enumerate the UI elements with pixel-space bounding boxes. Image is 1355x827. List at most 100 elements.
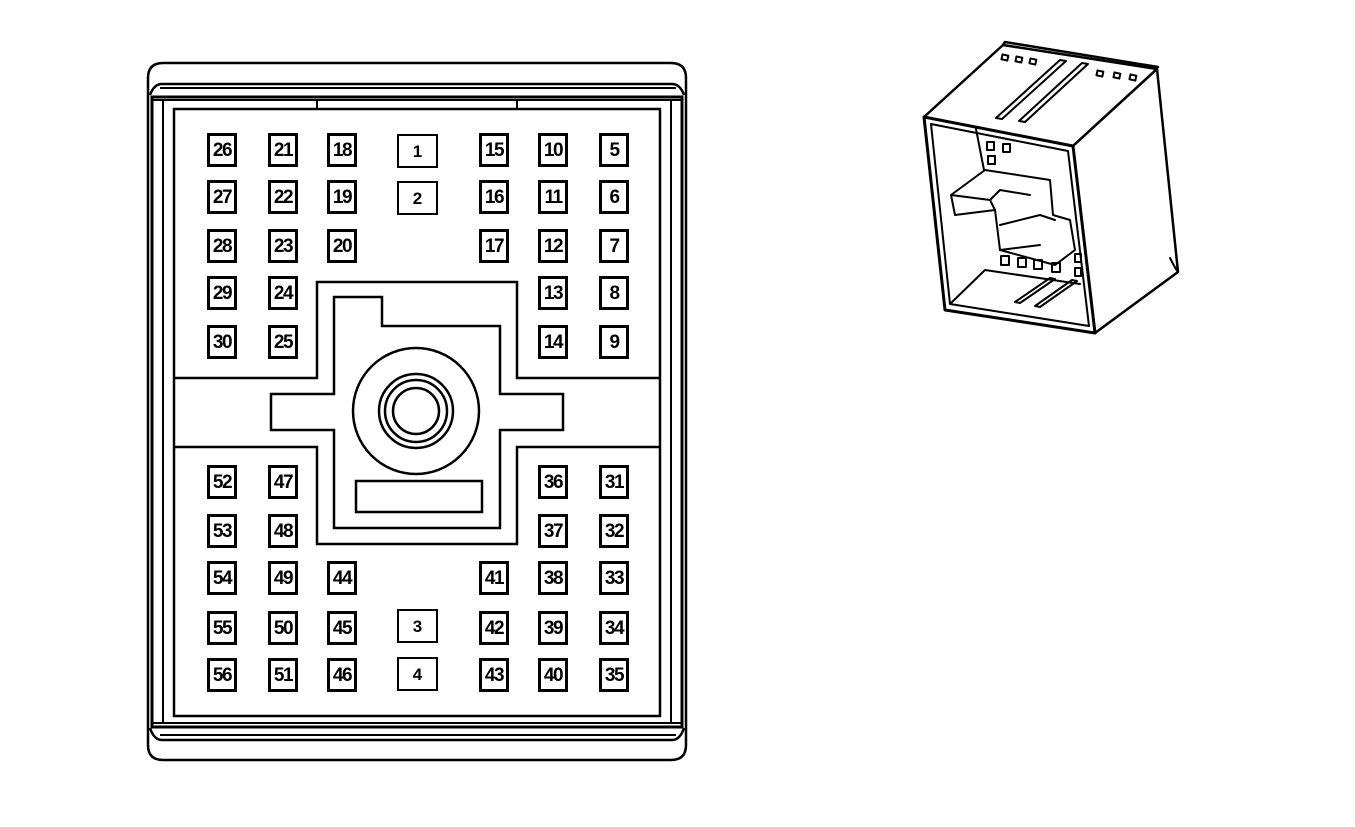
pin-cavity-4: 4: [397, 657, 438, 691]
pin-label: 46: [332, 664, 353, 686]
pin-cavity-47: 47: [268, 465, 298, 499]
pin-cavity-35: 35: [599, 658, 629, 692]
housing-interior: [949, 128, 1082, 308]
pin-cavity-37: 37: [538, 514, 568, 548]
pin-label: 32: [604, 520, 625, 542]
pin-label: 37: [543, 520, 564, 542]
pin-label: 53: [212, 520, 233, 542]
pin-label: 26: [212, 139, 233, 161]
pin-cavity-25: 25: [268, 325, 298, 359]
pin-cavity-43: 43: [479, 658, 509, 692]
pin-label: 44: [332, 567, 353, 589]
pin-label: 22: [273, 186, 294, 208]
pin-cavity-48: 48: [268, 514, 298, 548]
pin-label: 39: [543, 617, 564, 639]
pin-label: 18: [332, 139, 353, 161]
pin-cavity-40: 40: [538, 658, 568, 692]
pin-cavity-26: 26: [207, 133, 237, 167]
pin-cavity-7: 7: [599, 229, 629, 263]
pin-label: 41: [484, 567, 505, 589]
pin-cavity-28: 28: [207, 229, 237, 263]
pin-label: 21: [273, 139, 294, 161]
pin-label: 12: [543, 235, 564, 257]
pin-cavity-33: 33: [599, 561, 629, 595]
pin-label: 14: [543, 331, 564, 353]
pin-label: 17: [484, 235, 505, 257]
pin-label: 16: [484, 186, 505, 208]
pin-label: 7: [609, 235, 620, 257]
pin-label: 48: [273, 520, 294, 542]
pin-label: 19: [332, 186, 353, 208]
pin-label: 8: [609, 282, 620, 304]
pin-label: 47: [273, 471, 294, 493]
pin-label: 33: [604, 567, 625, 589]
pin-cavity-49: 49: [268, 561, 298, 595]
pin-label: 31: [604, 471, 625, 493]
pin-label: 50: [273, 617, 294, 639]
pin-label: 24: [273, 282, 294, 304]
pin-cavity-5: 5: [599, 133, 629, 167]
pin-cavity-32: 32: [599, 514, 629, 548]
pin-label: 11: [544, 186, 563, 208]
pin-label: 42: [484, 617, 505, 639]
pin-cavity-34: 34: [599, 611, 629, 645]
pin-cavity-1: 1: [397, 134, 438, 168]
pin-cavity-50: 50: [268, 611, 298, 645]
pin-label: 52: [212, 471, 233, 493]
pin-cavity-27: 27: [207, 180, 237, 214]
pin-cavity-21: 21: [268, 133, 298, 167]
pin-label: 38: [543, 567, 564, 589]
pin-label: 27: [212, 186, 233, 208]
pin-label: 28: [212, 235, 233, 257]
pin-cavity-16: 16: [479, 180, 509, 214]
pin-label: 5: [609, 139, 620, 161]
pin-label: 13: [543, 282, 564, 304]
pin-label: 30: [212, 331, 233, 353]
center-boss: [351, 346, 481, 476]
housing-top-details: [995, 53, 1179, 273]
pin-cavity-42: 42: [479, 611, 509, 645]
pin-cavity-41: 41: [479, 561, 509, 595]
pin-cavity-18: 18: [327, 133, 357, 167]
pin-cavity-15: 15: [479, 133, 509, 167]
pin-cavity-56: 56: [207, 658, 237, 692]
pin-cavity-51: 51: [268, 658, 298, 692]
pin-cavity-22: 22: [268, 180, 298, 214]
pin-cavity-8: 8: [599, 276, 629, 310]
pin-cavity-11: 11: [538, 180, 568, 214]
pin-cavity-9: 9: [599, 325, 629, 359]
pin-cavity-13: 13: [538, 276, 568, 310]
center-key-outline: [174, 280, 660, 546]
pin-label: 29: [212, 282, 233, 304]
pin-label: 55: [212, 617, 233, 639]
pin-cavity-14: 14: [538, 325, 568, 359]
pin-label: 43: [484, 664, 505, 686]
pin-cavity-3: 3: [397, 609, 438, 643]
pin-cavity-46: 46: [327, 658, 357, 692]
pin-cavity-2: 2: [397, 181, 438, 215]
pin-cavity-31: 31: [599, 465, 629, 499]
pin-cavity-39: 39: [538, 611, 568, 645]
pin-label: 51: [273, 664, 294, 686]
pin-cavity-54: 54: [207, 561, 237, 595]
pin-label: 56: [212, 664, 233, 686]
pin-label: 20: [332, 235, 353, 257]
pin-label: 49: [273, 567, 294, 589]
pin-cavity-36: 36: [538, 465, 568, 499]
pin-label: 23: [273, 235, 294, 257]
pin-label: 1: [412, 141, 423, 161]
pin-label: 9: [609, 331, 620, 353]
pin-label: 25: [273, 331, 294, 353]
pin-label: 3: [412, 616, 423, 636]
pin-cavity-6: 6: [599, 180, 629, 214]
pin-cavity-24: 24: [268, 276, 298, 310]
pin-cavity-52: 52: [207, 465, 237, 499]
pin-label: 36: [543, 471, 564, 493]
pin-cavity-55: 55: [207, 611, 237, 645]
pin-label: 40: [543, 664, 564, 686]
connector-body: [150, 95, 684, 729]
pin-cavity-38: 38: [538, 561, 568, 595]
pin-label: 54: [212, 567, 233, 589]
